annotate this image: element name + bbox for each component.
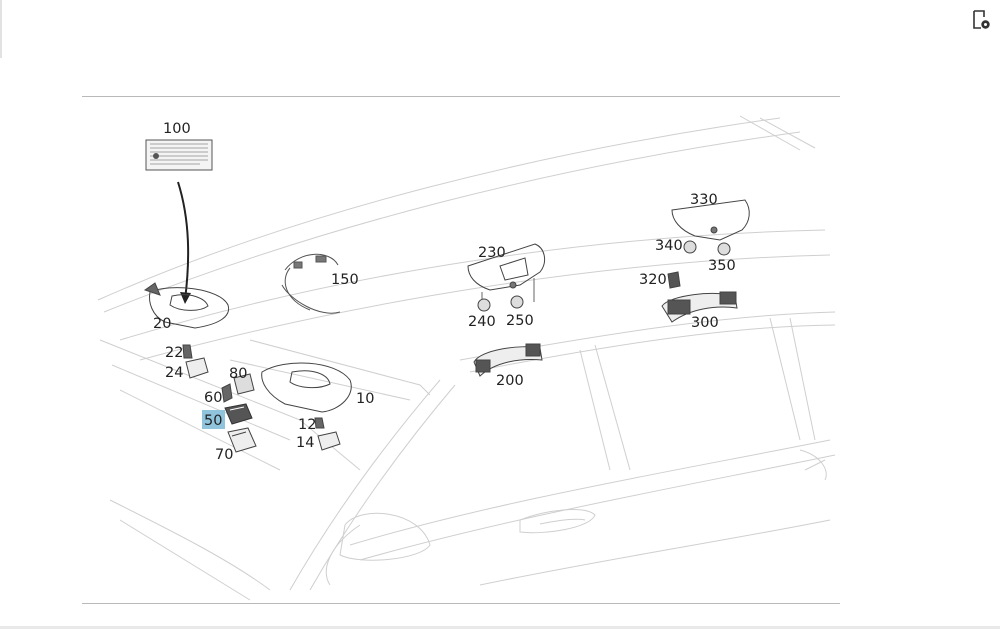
- part-80-bracket: [233, 373, 255, 395]
- part-50-lamp: [224, 403, 253, 425]
- callout-100[interactable]: 100: [163, 121, 191, 137]
- part-10-sun-visor-right: [261, 362, 352, 413]
- callout-10[interactable]: 10: [356, 391, 374, 407]
- callout-250[interactable]: 250: [506, 313, 534, 329]
- car-body-outline: [97, 115, 836, 601]
- bottom-scrollbar-track: [0, 626, 1000, 629]
- part-24-clip: [185, 357, 209, 379]
- callout-340[interactable]: 340: [655, 238, 683, 254]
- part-100-arrow-head: [180, 292, 191, 304]
- callout-70[interactable]: 70: [215, 447, 233, 463]
- part-350-screw: [717, 242, 731, 256]
- callout-80[interactable]: 80: [229, 366, 247, 382]
- diagram-top-rule: [82, 96, 840, 97]
- part-300-grab-handle: [661, 291, 738, 323]
- highlight-50: [202, 410, 225, 429]
- callout-230[interactable]: 230: [478, 245, 506, 261]
- callout-50[interactable]: 50: [204, 413, 222, 429]
- part-60-clip: [221, 383, 233, 403]
- part-200-grab-handle: [473, 343, 543, 377]
- part-330-bracket: [671, 199, 750, 241]
- part-22-clip: [182, 344, 193, 359]
- callout-12[interactable]: 12: [298, 417, 316, 433]
- part-20-sun-visor-left: [143, 282, 230, 329]
- callout-350[interactable]: 350: [708, 258, 736, 274]
- part-150-cable-harness: [281, 253, 341, 314]
- callout-60[interactable]: 60: [204, 390, 222, 406]
- callout-320[interactable]: 320: [639, 272, 667, 288]
- part-100-label-sticker: [145, 139, 213, 171]
- callout-14[interactable]: 14: [296, 435, 314, 451]
- callout-330[interactable]: 330: [690, 192, 718, 208]
- part-14-clip: [317, 431, 341, 451]
- callout-300[interactable]: 300: [691, 315, 719, 331]
- part-240-screw: [477, 298, 491, 312]
- part-70-cover: [227, 427, 257, 453]
- diagram-bottom-rule: [82, 603, 840, 604]
- document-settings-icon[interactable]: [970, 9, 992, 31]
- left-panel-edge: [0, 0, 2, 58]
- part-100-leader-line: [177, 181, 190, 301]
- callout-240[interactable]: 240: [468, 314, 496, 330]
- callout-22[interactable]: 22: [165, 345, 183, 361]
- part-340-screw: [683, 240, 697, 254]
- part-12-clip: [314, 417, 325, 429]
- part-320-clip: [667, 271, 681, 289]
- callout-200[interactable]: 200: [496, 373, 524, 389]
- callout-24[interactable]: 24: [165, 365, 183, 381]
- callout-20[interactable]: 20: [153, 316, 171, 332]
- part-230-bracket: [467, 243, 546, 302]
- part-250-screw: [510, 295, 524, 309]
- callout-150[interactable]: 150: [331, 272, 359, 288]
